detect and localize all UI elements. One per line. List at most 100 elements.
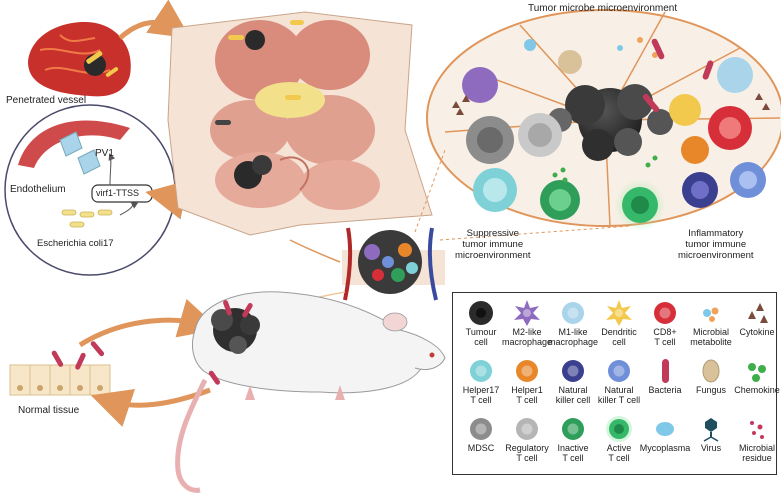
microbial-metabolite-icon: [703, 307, 719, 322]
legend-item-label: Mycoplasma: [639, 443, 691, 453]
inflammatory-label-line: Inflammatory: [688, 228, 744, 239]
tme-title: Tumor microbe microenvironment: [528, 3, 678, 14]
inactive-t-cell-icon: [562, 418, 584, 440]
chemokine-icon: [748, 363, 766, 382]
virus-icon: [703, 418, 719, 442]
normal-tissue-illustration: [9, 341, 111, 396]
legend-item-label: Chemokine: [734, 385, 780, 395]
legend-item-label: CD8+: [653, 327, 677, 337]
intestine-illustration: [167, 11, 433, 236]
mycoplasma-icon: [656, 422, 674, 436]
legend-item: Fungus: [685, 357, 737, 395]
regulatory-t-cell-icon: [516, 418, 538, 440]
dendritic-cell-icon: [606, 300, 632, 326]
legend-item: Cytokine: [731, 299, 781, 337]
legend-item: CD8+T cell: [639, 299, 691, 347]
legend-item-label: Natural: [558, 385, 588, 395]
pv1-inset: [4, 104, 176, 276]
legend-item-label: metabolite: [690, 337, 732, 347]
pv1-label: PV1: [95, 148, 114, 159]
legend-item-label: cell: [612, 337, 626, 347]
ecoli-label: Escherichia coli17: [37, 238, 114, 249]
legend-item-label: Virus: [700, 443, 722, 453]
legend-item-label: residue: [742, 453, 772, 463]
fungus-icon: [702, 359, 720, 383]
penetrated-vessel-label: Penetrated vessel: [6, 95, 87, 106]
tumour-cell-icon: [469, 301, 493, 325]
legend-item: Chemokine: [731, 357, 781, 395]
legend-item-label: macrophage: [501, 337, 553, 347]
m2-macrophage-icon: [514, 300, 540, 326]
penetrated-vessel-illustration: [28, 22, 131, 97]
legend-item-label: M2-like: [512, 327, 542, 337]
legend-item-label: Microbial: [738, 443, 775, 453]
suppressive-label: Suppressive tumor immune microenvironmen…: [455, 228, 531, 261]
tme-ellipse: [426, 9, 781, 231]
legend-item-label: Microbial: [692, 327, 729, 337]
legend-item-label: Inactive: [557, 443, 589, 453]
helper17-t-cell-icon: [470, 360, 492, 382]
legend-item-label: T cell: [516, 395, 538, 405]
legend-item-label: T cell: [562, 453, 584, 463]
suppressive-label-line: microenvironment: [455, 250, 531, 261]
legend-item-label: M1-like: [558, 327, 588, 337]
legend-item-label: Regulatory: [505, 443, 549, 453]
cytokine-icon: [748, 303, 768, 323]
legend-item-label: T cell: [654, 337, 676, 347]
suppressive-label-line: tumor immune: [462, 239, 524, 250]
m1-macrophage-icon: [562, 302, 584, 324]
legend-item-label: Active: [606, 443, 632, 453]
legend-item-label: killer T cell: [597, 395, 641, 405]
legend-item-label: cell: [474, 337, 488, 347]
legend-item-label: Cytokine: [739, 327, 775, 337]
legend-item: MDSC: [455, 415, 507, 453]
legend-item-label: killer cell: [555, 395, 591, 405]
legend-item-label: Helper17: [462, 385, 500, 395]
legend-item-label: Bacteria: [648, 385, 682, 395]
legend-item-label: Dendritic: [601, 327, 637, 337]
endothelium-label: Endothelium: [10, 184, 66, 195]
legend-item: Bacteria: [639, 357, 691, 395]
virf1-ttss-label: virf1-TTSS: [96, 188, 140, 198]
legend-item-label: Natural: [604, 385, 634, 395]
inflammatory-label: Inflammatory tumor immune microenvironme…: [678, 228, 754, 261]
inflammatory-label-line: tumor immune: [685, 239, 747, 250]
nk-cell-icon: [562, 360, 584, 382]
active-t-cell-icon: [606, 416, 632, 442]
legend-item-label: macrophage: [547, 337, 599, 347]
legend-item-label: Helper1: [511, 385, 543, 395]
inflammatory-label-line: microenvironment: [678, 250, 754, 261]
legend-item-label: T cell: [516, 453, 538, 463]
legend-item-label: MDSC: [467, 443, 495, 453]
nkt-cell-icon: [608, 360, 630, 382]
legend-item-label: T cell: [470, 395, 492, 405]
legend-item: Virus: [685, 415, 737, 453]
mdsc-icon: [470, 418, 492, 440]
helper1-t-cell-icon: [516, 360, 538, 382]
legend-item-label: Tumour: [465, 327, 497, 337]
cd8-t-cell-icon: [654, 302, 676, 324]
legend-item: Mycoplasma: [639, 415, 691, 453]
legend-item-label: Fungus: [695, 385, 727, 395]
tumor-with-vessels: [342, 227, 445, 301]
legend-item-label: T cell: [608, 453, 630, 463]
mouse-illustration: [175, 291, 446, 493]
microbial-residue-icon: [750, 421, 764, 439]
bacteria-icon: [662, 359, 669, 383]
normal-tissue-label: Normal tissue: [18, 405, 80, 416]
